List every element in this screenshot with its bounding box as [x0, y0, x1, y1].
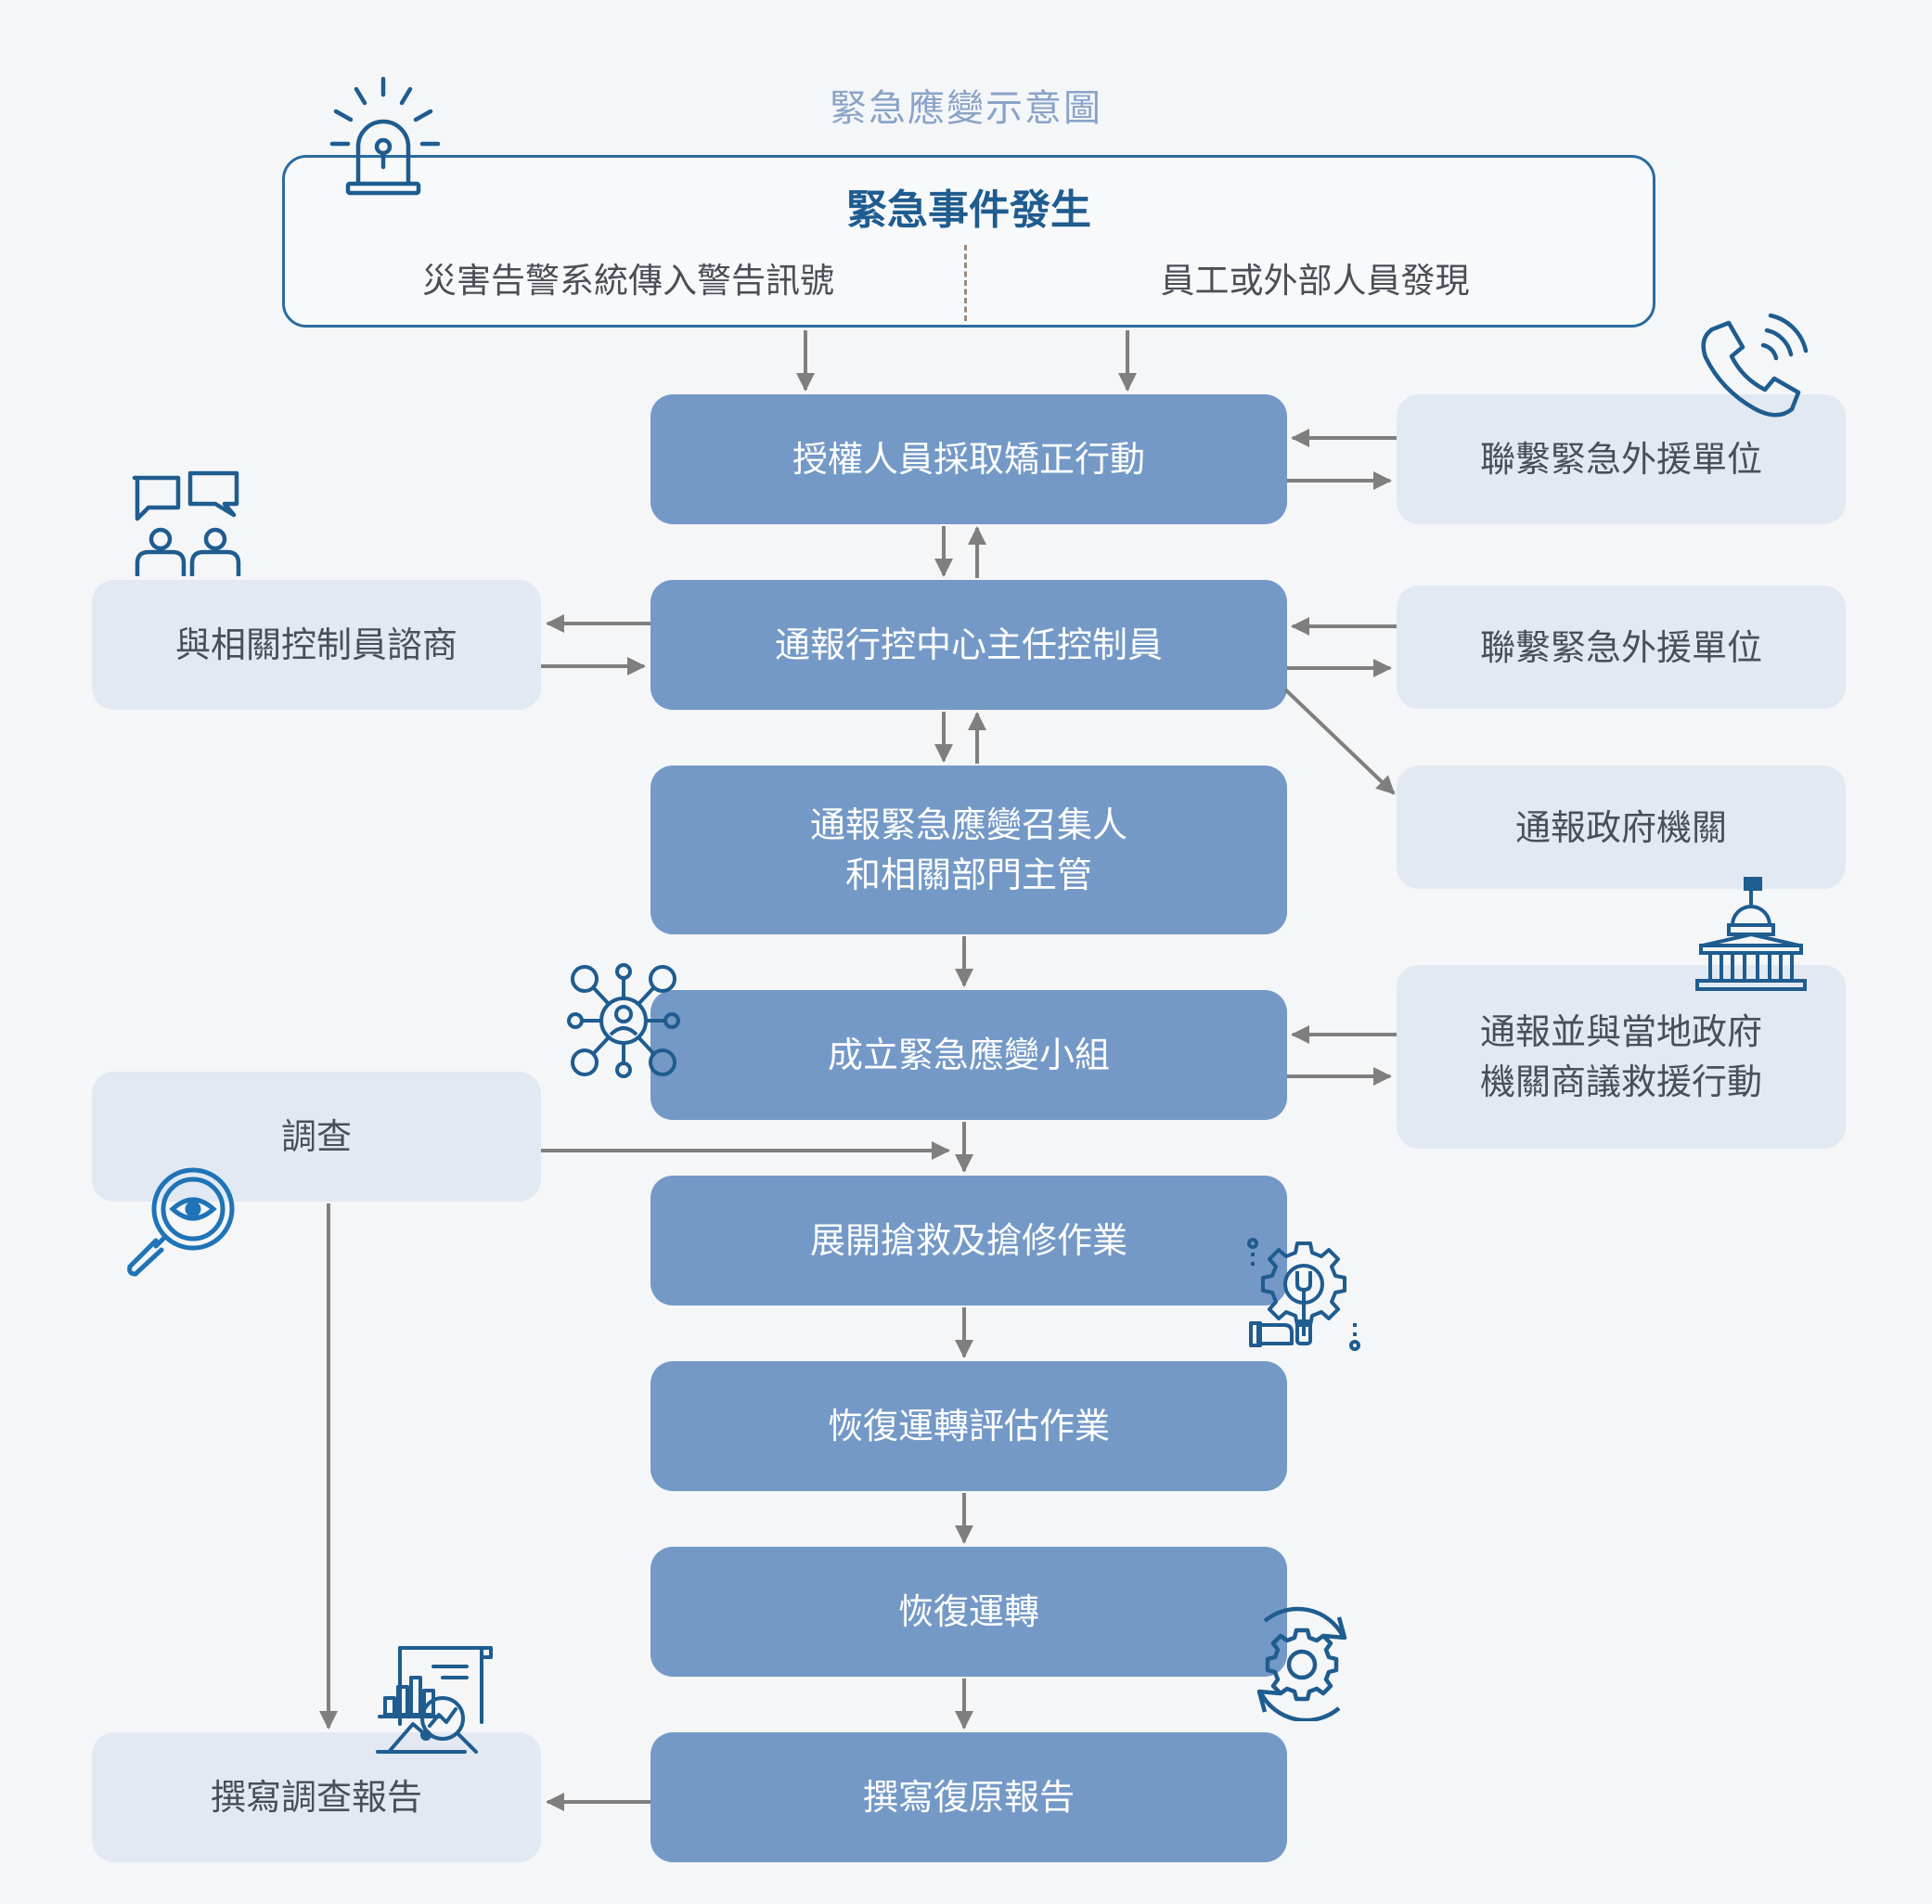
emergency-event-box: 緊急事件發生 災害告警系統傳入警告訊號 員工或外部人員發現: [282, 155, 1655, 328]
team-network-icon: [567, 963, 680, 1078]
step-form-response-team: 成立緊急應變小組: [650, 990, 1287, 1120]
staff-discovery-source: 員工或外部人員發現: [1160, 261, 1470, 301]
source-divider: [964, 245, 967, 321]
consultation-icon: [132, 470, 241, 576]
siren-icon: [329, 76, 441, 196]
notify-government: 通報政府機關: [1397, 765, 1846, 889]
emergency-event-title: 緊急事件發生: [846, 187, 1091, 234]
coordinate-local-government-line2: 機關商議救援行動: [1479, 1061, 1762, 1102]
phone-icon: [1701, 313, 1809, 418]
step-resume-operation: 恢復運轉: [650, 1547, 1287, 1677]
arrow-control-to-government: [1283, 688, 1396, 795]
recovery-gear-icon: [1256, 1606, 1347, 1721]
step-notify-control-center: 通報行控中心主任控制員: [650, 580, 1287, 710]
maintenance-gear-icon: [1247, 1238, 1360, 1351]
contact-external-aid-2: 聯繫緊急外援單位: [1397, 585, 1846, 709]
coordinate-local-government-line1: 通報並與當地政府: [1479, 1011, 1762, 1052]
step-corrective-action: 授權人員採取矯正行動: [650, 394, 1287, 524]
government-building-icon: [1695, 877, 1807, 991]
coordinate-local-government: 通報並與當地政府機關商議救援行動: [1397, 965, 1846, 1149]
step-recovery-assessment: 恢復運轉評估作業: [650, 1361, 1287, 1491]
step-notify-convener-line2: 和相關部門主管: [844, 855, 1092, 895]
step-notify-convener: 通報緊急應變召集人和相關部門主管: [650, 765, 1287, 934]
consult-controllers: 與相關控制員諮商: [92, 580, 541, 710]
investigation-icon: [127, 1167, 235, 1277]
alarm-system-source: 災害告警系統傳入警告訊號: [422, 261, 834, 301]
report-analysis-icon: [376, 1646, 493, 1754]
investigation-report: 撰寫調查報告: [92, 1732, 541, 1862]
step-recovery-report: 撰寫復原報告: [650, 1732, 1287, 1862]
step-notify-convener-line1: 通報緊急應變召集人: [809, 804, 1127, 845]
step-rescue-repair: 展開搶救及搶修作業: [650, 1176, 1287, 1306]
diagram-title: 緊急應變示意圖: [830, 87, 1102, 130]
